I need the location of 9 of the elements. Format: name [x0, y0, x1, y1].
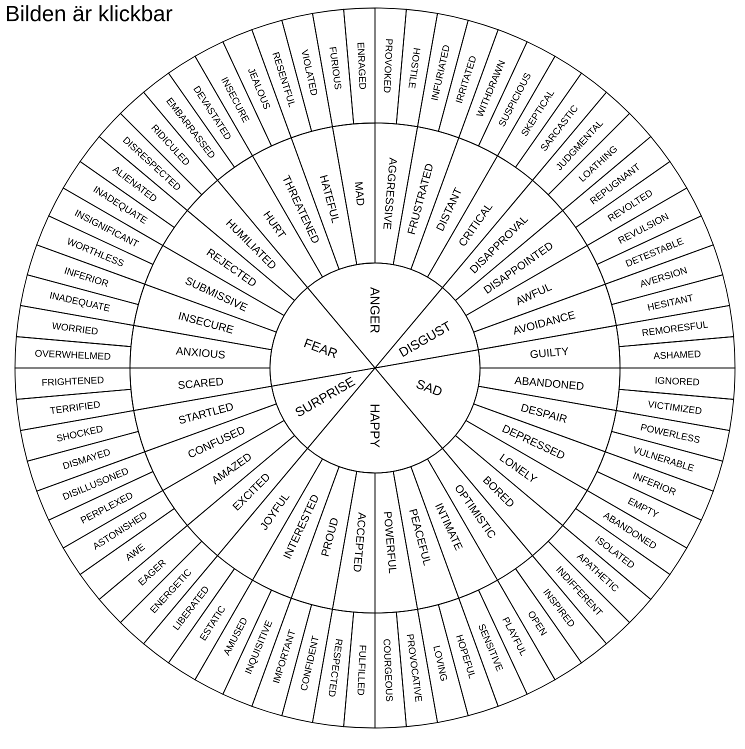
emotion-segment: OVERWHELMED: [14, 336, 132, 368]
emotion-segment: COURGEOUS: [374, 612, 407, 728]
emotion-segment: IGNORED: [618, 368, 736, 400]
emotion-segment: PROVOKED: [374, 8, 407, 124]
emotion-segment: FULFILLED: [343, 612, 376, 728]
title: Bilden är klickbar: [7, 5, 172, 22]
emotion-segment: FRIGHTENED: [14, 368, 132, 400]
emotion-segment: ASHAMED: [618, 336, 736, 368]
emotion-segment: ENRAGED: [343, 8, 376, 124]
